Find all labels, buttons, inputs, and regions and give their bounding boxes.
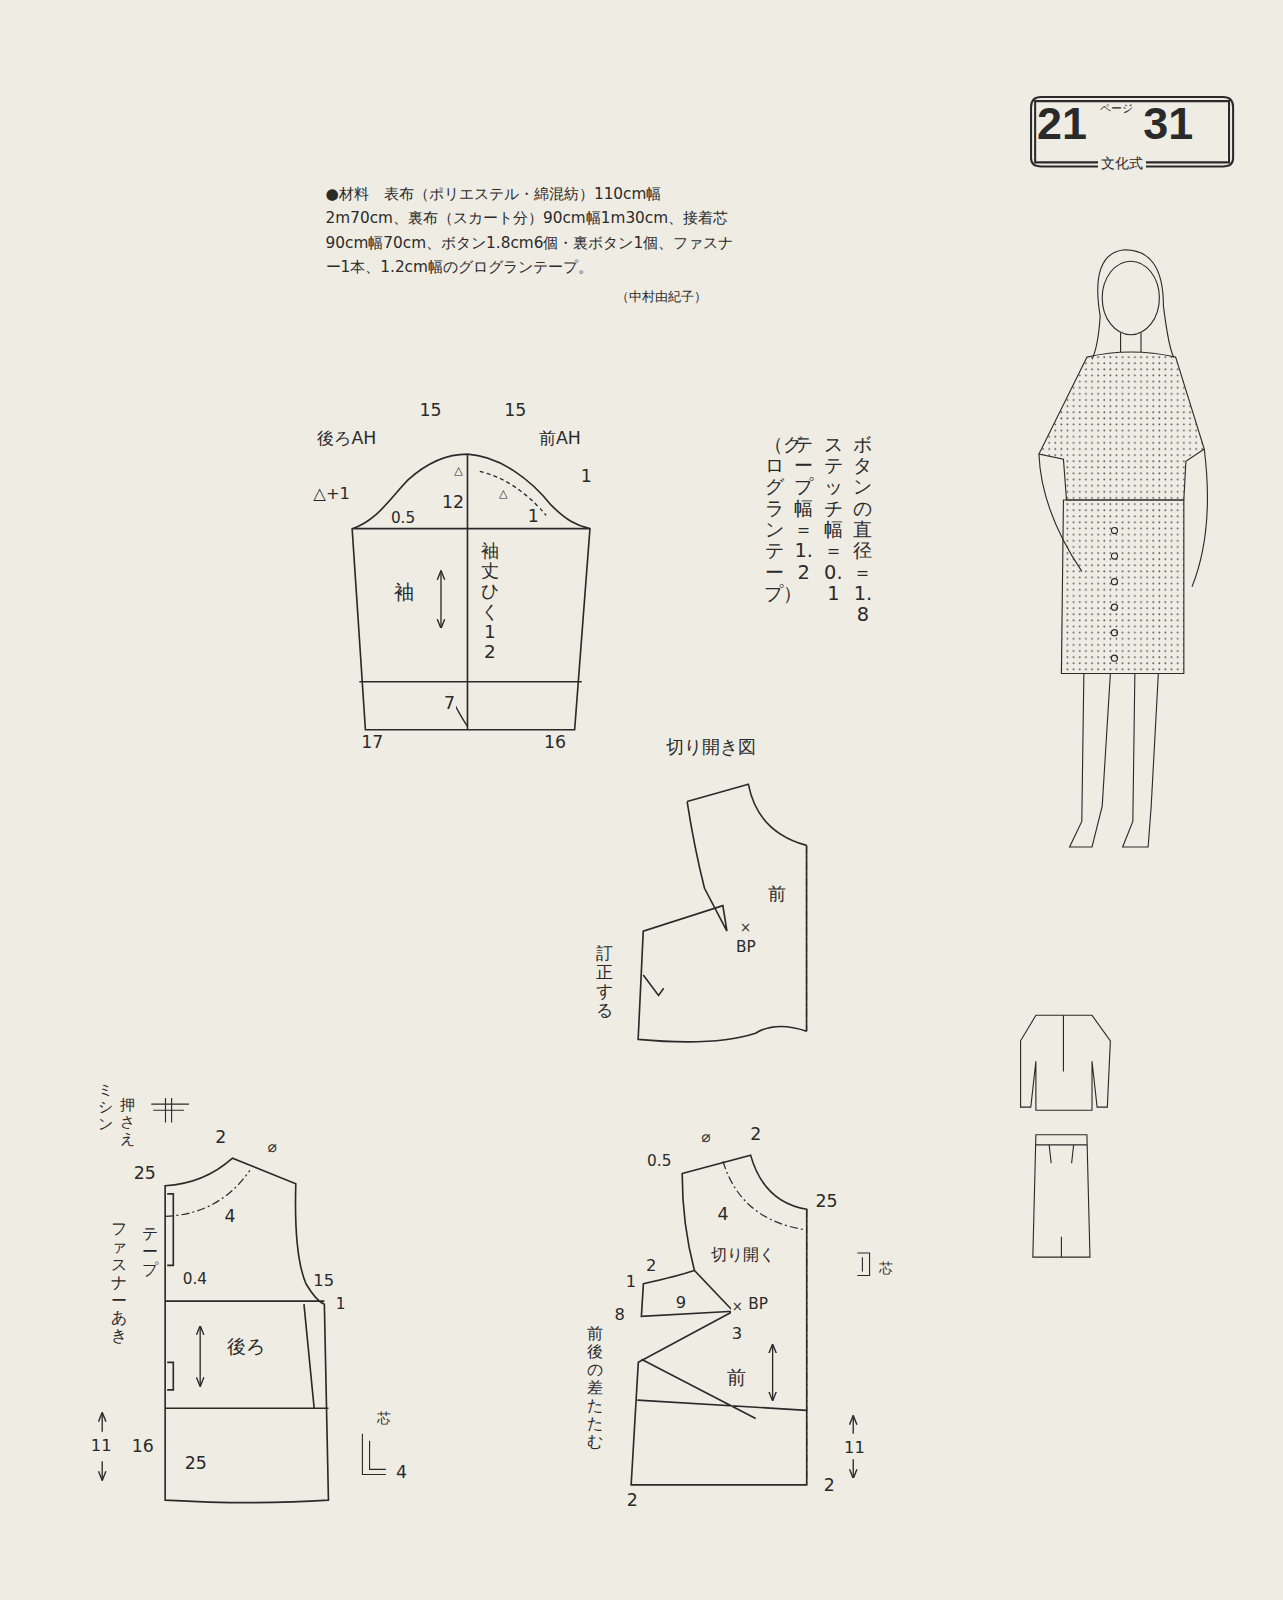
dimension: 9 bbox=[675, 1294, 687, 1312]
outline-path bbox=[631, 1155, 807, 1485]
piece-name: 前 bbox=[727, 1368, 746, 1388]
slashed-front-piece: 前 bbox=[631, 776, 815, 1050]
dimension: 11 bbox=[843, 1439, 866, 1457]
outline-path bbox=[638, 784, 806, 1042]
dimension: 15 bbox=[312, 1272, 335, 1290]
dimension: 16 bbox=[131, 1437, 155, 1456]
front-bodice-piece: 前 bbox=[623, 1148, 817, 1495]
dimension: △+1 bbox=[312, 485, 351, 503]
piece-outline bbox=[623, 1148, 817, 1495]
page-number: ページ bbox=[1100, 103, 1111, 115]
fold-line bbox=[165, 1171, 250, 1217]
note: テープ bbox=[141, 1225, 159, 1279]
dimension: 4 bbox=[717, 1205, 730, 1224]
dimension: 1 bbox=[527, 507, 540, 526]
dimension: 15 bbox=[418, 401, 442, 420]
dimension: 2 bbox=[214, 1128, 227, 1147]
bust-point-mark: × bbox=[739, 921, 752, 936]
bust-point-mark: × bbox=[731, 1300, 744, 1315]
dimension: 0.4 bbox=[182, 1271, 208, 1288]
note: ミシン bbox=[97, 1082, 114, 1133]
outline-path bbox=[352, 454, 590, 730]
note: 訂正する bbox=[595, 944, 614, 1020]
dimension: 3 bbox=[731, 1325, 743, 1343]
page-number: 31 bbox=[1143, 100, 1193, 147]
bust-point-label: BP bbox=[747, 1296, 769, 1313]
fold-line bbox=[723, 1162, 807, 1486]
armhole-label: 後ろAH bbox=[316, 429, 377, 448]
dimension: 4 bbox=[395, 1463, 408, 1482]
sleeve-piece: 袖 bbox=[345, 447, 600, 738]
mark-symbol: ⌀ bbox=[266, 1139, 277, 1156]
dimension: 2 bbox=[626, 1491, 639, 1510]
diagram-heading: 切り開き図 bbox=[665, 737, 757, 757]
note: 押さえ bbox=[118, 1097, 135, 1148]
dimension: 4 bbox=[224, 1207, 237, 1226]
page-number: 文化式 bbox=[1098, 156, 1146, 171]
dimension: 25 bbox=[815, 1192, 839, 1211]
dimension: 11 bbox=[90, 1437, 113, 1455]
page-number-box: 21 ページ 31 文化式 bbox=[1029, 94, 1235, 170]
armhole-label: 前AH bbox=[538, 429, 582, 448]
dimension: 0.5 bbox=[390, 510, 416, 527]
piece-outline bbox=[631, 776, 815, 1050]
dimension: 2 bbox=[749, 1125, 762, 1144]
dimension: 1 bbox=[335, 1296, 347, 1313]
note: ●材料 表布（ポリエステル・綿混紡）110cm幅2m70cm、裏布（スカート分）… bbox=[325, 182, 735, 280]
dimension: 12 bbox=[441, 493, 465, 512]
dimension: 2 bbox=[823, 1476, 836, 1495]
dimension: 25 bbox=[133, 1164, 157, 1183]
piece-name: 後ろ bbox=[227, 1337, 265, 1357]
dimension: 8 bbox=[613, 1306, 625, 1324]
note: テープ幅＝1.2 bbox=[793, 434, 814, 583]
dimension: 16 bbox=[543, 733, 567, 752]
dimension: 袖丈ひく12 bbox=[480, 541, 500, 662]
dimension: 25 bbox=[184, 1454, 208, 1473]
mark-symbol: ⌀ bbox=[700, 1129, 711, 1146]
note: 芯 bbox=[878, 1261, 894, 1277]
dimension: 1 bbox=[625, 1273, 637, 1291]
note: ステッチ幅＝0.1 bbox=[823, 434, 844, 605]
page-number: 21 bbox=[1037, 100, 1087, 147]
mark-symbol: △ bbox=[498, 488, 509, 500]
note: ボタンの直径＝1.8 bbox=[852, 434, 873, 626]
note: （中村由紀子） bbox=[615, 290, 708, 305]
mark-symbol: △ bbox=[453, 465, 464, 477]
dimension: 2 bbox=[645, 1257, 657, 1275]
dimension: 15 bbox=[503, 401, 527, 420]
note: 芯 bbox=[376, 1411, 392, 1427]
piece-name: 袖 bbox=[394, 582, 414, 603]
note: （グログランテープ） bbox=[763, 434, 784, 605]
note: 切り開く bbox=[710, 1246, 776, 1264]
bust-point-label: BP bbox=[735, 939, 757, 956]
note: ファスナーあき bbox=[110, 1220, 128, 1346]
fold-line bbox=[806, 845, 807, 1031]
piece-name: 前 bbox=[768, 884, 786, 903]
outline-path bbox=[165, 1158, 328, 1502]
dimension: 17 bbox=[360, 733, 384, 752]
dimension: 7 bbox=[443, 694, 456, 713]
dimension: 0.5 bbox=[646, 1153, 672, 1170]
note: 前後の差たたむ bbox=[586, 1325, 604, 1451]
dimension: 1 bbox=[580, 467, 593, 486]
piece-outline bbox=[345, 447, 600, 738]
